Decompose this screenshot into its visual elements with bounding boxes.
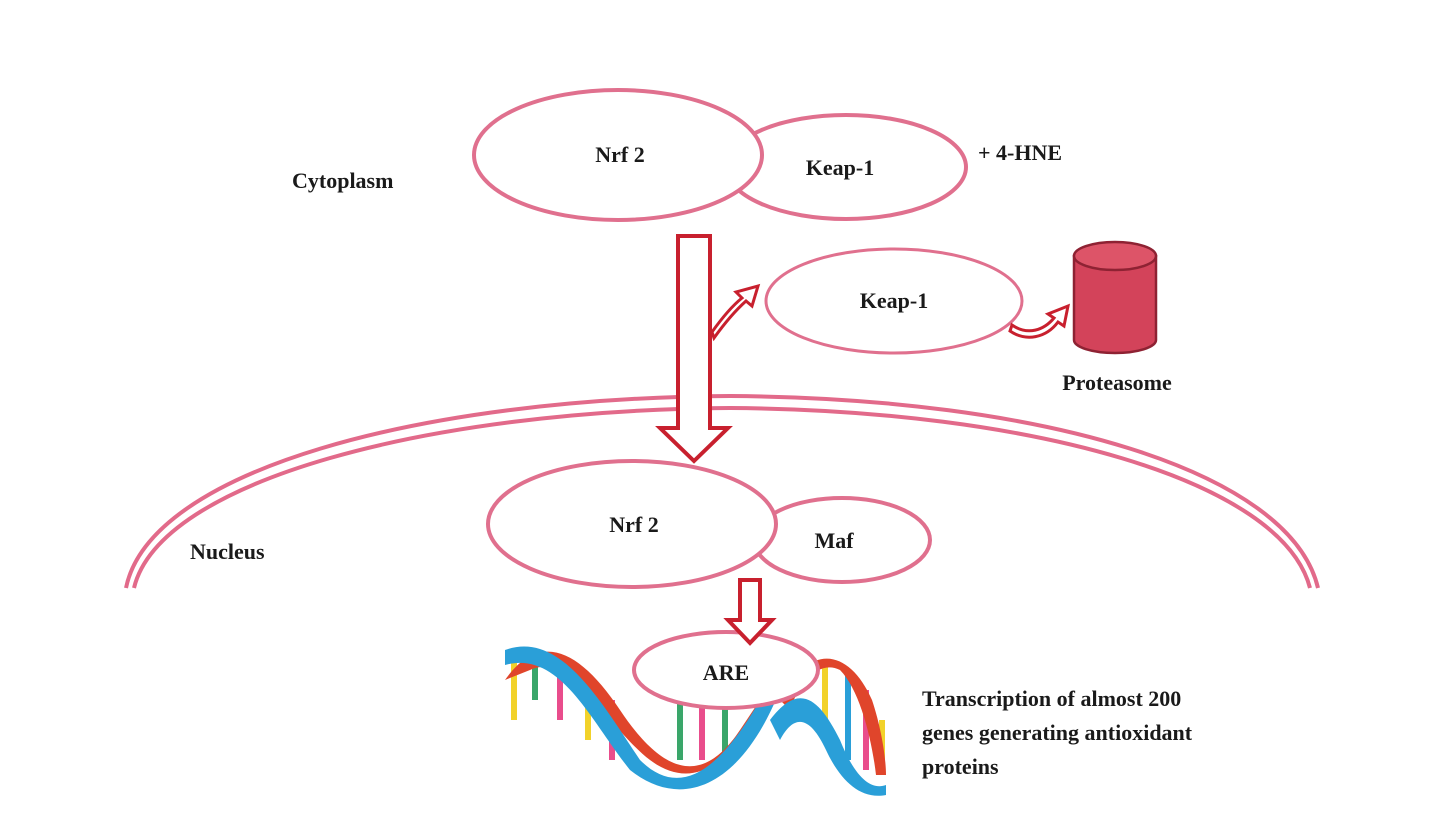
translocation-arrow-icon: [655, 234, 733, 464]
outcome-line-3: proteins: [922, 754, 999, 779]
dna-helix-icon: [505, 646, 886, 796]
nrf2-cyto-label: Nrf 2: [595, 142, 644, 167]
outcome-text: Transcription of almost 200 genes genera…: [922, 686, 1193, 779]
keap1-bound-label: Keap-1: [806, 155, 874, 180]
cytoplasm-label: Cytoplasm: [292, 168, 393, 193]
are-label: ARE: [703, 660, 749, 685]
are-ellipse: [632, 630, 820, 710]
nucleus-label: Nucleus: [190, 539, 265, 564]
nuclear-membrane: [124, 393, 1320, 589]
release-curved-arrow-icon: [710, 283, 761, 342]
nrf2-maf-complex: Nrf 2 Maf: [486, 459, 932, 589]
binding-arrow-icon: [723, 578, 777, 646]
keap1-free-label: Keap-1: [860, 288, 928, 313]
keap1-free-ellipse: [764, 247, 1024, 355]
nrf2-keap1-complex: Nrf 2 Keap-1: [472, 88, 968, 222]
nrf2-nuc-label: Nrf 2: [609, 512, 658, 537]
nrf2-cyto-ellipse: [472, 88, 764, 222]
proteasome-icon: [1072, 240, 1158, 355]
nrf2-nuc-ellipse: [486, 459, 778, 589]
maf-label: Maf: [814, 528, 854, 553]
outcome-line-2: genes generating antioxidant: [922, 720, 1193, 745]
hne-label: + 4-HNE: [978, 140, 1062, 165]
degradation-curved-arrow-icon: [1008, 303, 1071, 339]
outcome-line-1: Transcription of almost 200: [922, 686, 1181, 711]
proteasome-label: Proteasome: [1062, 370, 1172, 395]
